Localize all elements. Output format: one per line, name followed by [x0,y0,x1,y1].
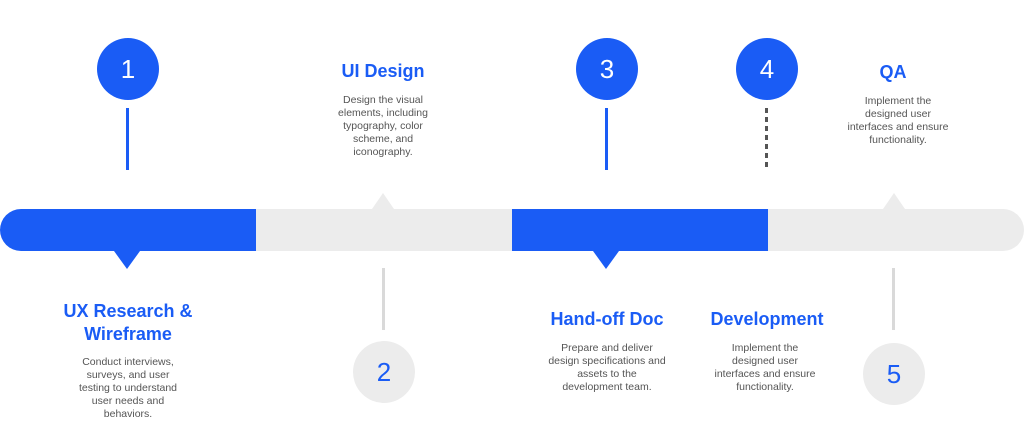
step-4-badge: 4 [736,38,798,100]
step-5-badge: 5 [863,343,925,405]
pointer-step-5 [883,193,905,209]
step-5-connector [892,268,895,330]
pointer-step-3 [593,251,619,269]
step-2-connector [382,268,385,330]
step-3-description: Prepare and deliver design specification… [548,342,666,393]
timeline-segment-3 [512,209,768,251]
timeline-segment-4 [768,209,1024,251]
pointer-step-2 [372,193,394,209]
step-1-badge: 1 [97,38,159,100]
step-1-title: UX Research & Wireframe [63,301,193,344]
step-4-description: Implement the designed user interfaces a… [714,342,816,393]
step-2-badge: 2 [353,341,415,403]
step-4-title: Development [710,309,824,329]
step-1-connector [126,108,129,170]
step-2-description: Design the visual elements, including ty… [338,94,428,158]
step-4-connector [765,108,768,170]
step-5-title: QA [879,62,907,82]
step-3-connector [605,108,608,170]
step-3-title: Hand-off Doc [550,309,664,329]
step-3-badge: 3 [576,38,638,100]
step-5-description: Implement the designed user interfaces a… [847,95,949,146]
step-1-description: Conduct interviews, surveys, and user te… [78,356,178,420]
step-2-title: UI Design [341,61,425,81]
timeline-segment-2 [256,209,512,251]
timeline-segment-1 [0,209,256,251]
pointer-step-1 [114,251,140,269]
